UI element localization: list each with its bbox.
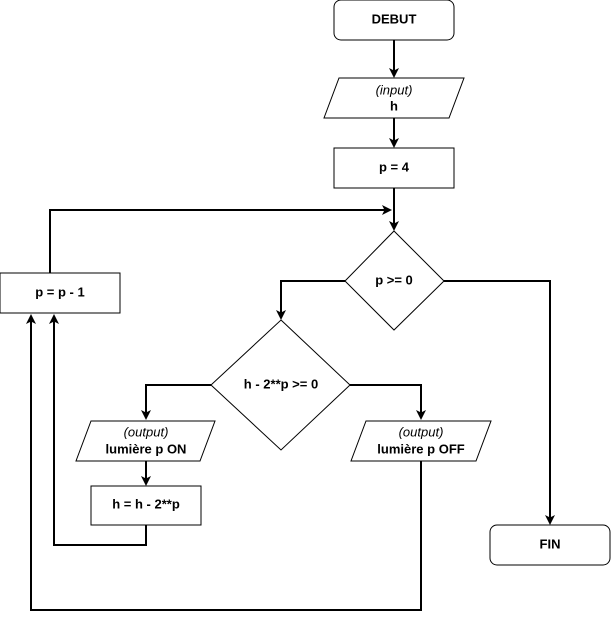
edge-bit-true (141, 384, 211, 420)
start-terminal: DEBUT (333, 0, 455, 41)
output-on-kind-label: (output) (124, 424, 169, 439)
output-on-text-label: lumière p ON (106, 441, 187, 456)
decrement-process: p = p - 1 (0, 272, 121, 314)
output-off-text-label: lumière p OFF (377, 441, 464, 456)
loop-condition-label: p >= 0 (375, 272, 413, 287)
decrement-label: p = p - 1 (35, 284, 84, 299)
output-off-node: (output) lumière p OFF (350, 420, 492, 462)
edges (26, 40, 555, 611)
output-on-node: (output) lumière p ON (75, 420, 216, 462)
end-label: FIN (540, 536, 561, 551)
edge-bit-false (350, 384, 426, 420)
edge-decrement-loopback (49, 205, 392, 273)
start-label: DEBUT (372, 11, 417, 26)
end-terminal: FIN (489, 524, 611, 566)
edge-loop-false (444, 280, 555, 525)
edge-off-to-decrement (26, 314, 422, 611)
bit-decision: h - 2**p >= 0 (210, 319, 351, 451)
bit-condition-label: h - 2**p >= 0 (244, 376, 318, 391)
edge-subtract-to-decrement (49, 314, 147, 546)
edge-loop-true (276, 280, 345, 320)
output-off-kind-label: (output) (399, 424, 444, 439)
input-var-label: h (390, 98, 398, 113)
subtract-process: h = h - 2**p (90, 485, 202, 526)
init-label: p = 4 (379, 159, 410, 174)
input-node: (input) h (323, 77, 465, 119)
init-process: p = 4 (333, 147, 455, 189)
subtract-label: h = h - 2**p (112, 496, 180, 511)
loop-decision: p >= 0 (344, 230, 445, 331)
input-kind-label: (input) (376, 82, 413, 97)
